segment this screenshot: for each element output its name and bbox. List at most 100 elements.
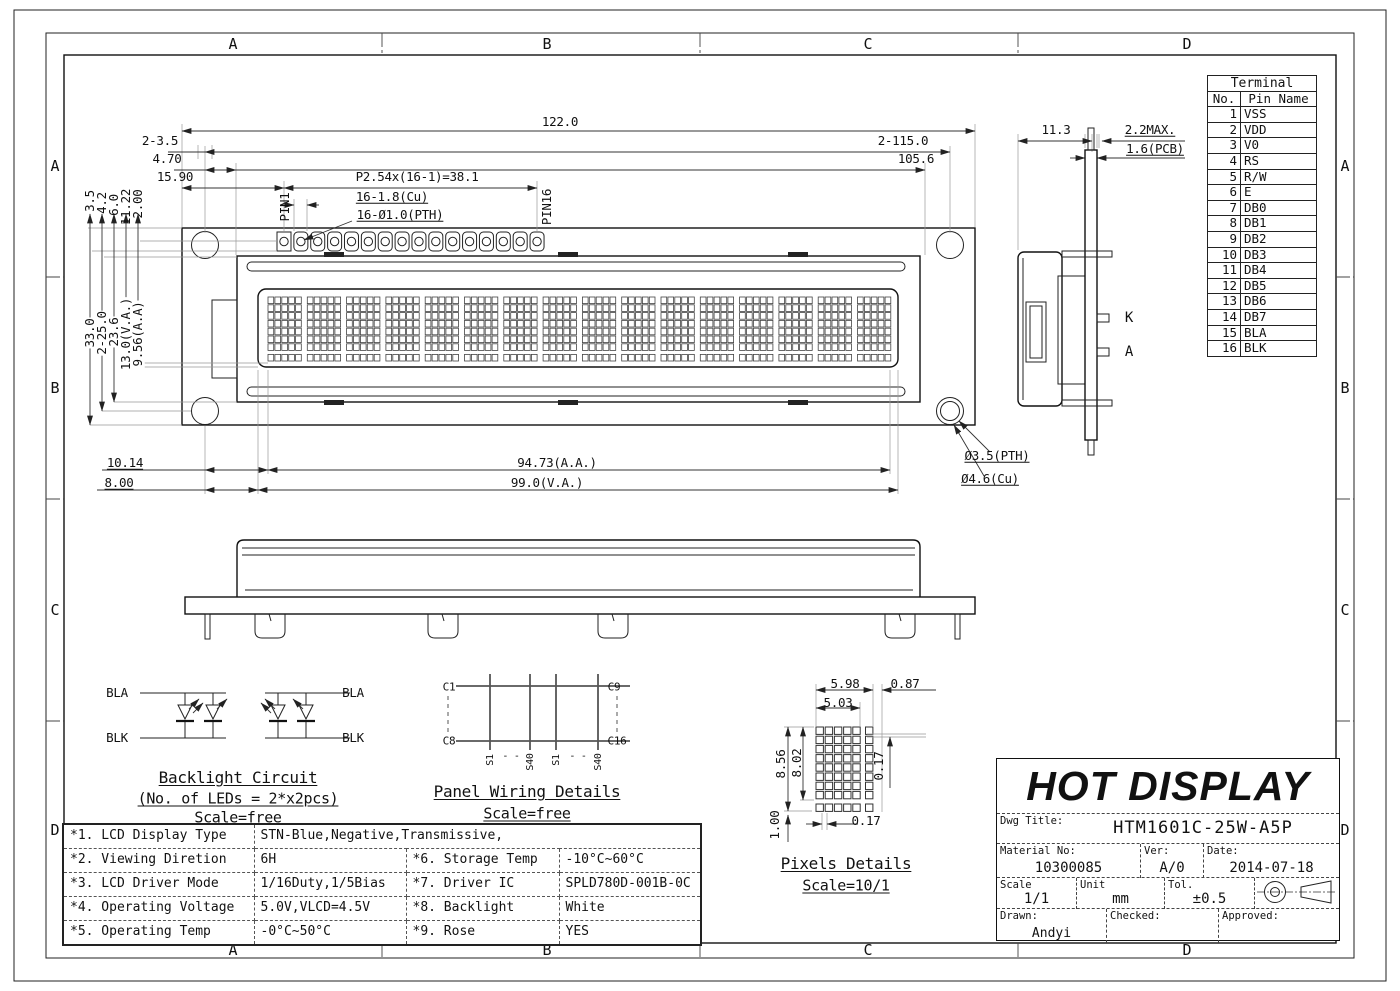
char-pixel	[877, 353, 885, 362]
pixel-cell	[833, 781, 843, 791]
char-pixel	[588, 335, 596, 343]
char-pixel	[570, 335, 577, 343]
char-pixel	[563, 312, 570, 320]
terminal-pin-name: DB0	[1240, 199, 1317, 217]
tol-value: ±0.5	[1192, 891, 1227, 907]
dim-label: 15.90	[156, 168, 194, 184]
char-pixel	[452, 343, 459, 351]
char-pixel	[588, 319, 596, 328]
char-pixel	[295, 353, 302, 362]
char-pixel	[491, 343, 499, 351]
char-pixel	[792, 327, 799, 336]
char-pixel	[549, 312, 557, 320]
char-pixel	[334, 296, 341, 304]
char-pixel	[778, 319, 786, 328]
pixel-cell	[852, 754, 861, 763]
char-pixel	[660, 312, 668, 320]
char-pixel	[667, 319, 675, 328]
char-pixel	[688, 296, 695, 304]
char-pixel	[477, 312, 485, 320]
char-pixel	[667, 335, 675, 343]
zone-letter: A	[228, 941, 238, 959]
spec-cell: STN-Blue,Negative,Transmissive,	[253, 823, 702, 849]
char-pixel	[431, 335, 439, 343]
char-pixel	[642, 335, 649, 343]
char-pixel	[491, 335, 499, 343]
char-pixel	[753, 343, 760, 351]
zone-letter: C	[1340, 601, 1350, 619]
char-pixel	[385, 327, 392, 336]
char-pixel	[399, 335, 406, 343]
char-pixel	[785, 353, 792, 362]
char-pixel	[464, 312, 471, 320]
mounting-hole	[191, 397, 219, 425]
char-pixel	[413, 353, 420, 362]
dim-label: 2.2MAX.	[1124, 121, 1176, 137]
char-pixel	[334, 343, 341, 351]
pin-pad	[293, 231, 309, 252]
char-pixel	[517, 296, 524, 304]
pixel-cell	[865, 803, 874, 812]
char-pixel	[510, 343, 517, 351]
zone-letter: D	[1182, 941, 1192, 959]
char-pixel	[570, 353, 577, 362]
char-pixel	[602, 312, 610, 320]
char-pixel	[582, 335, 589, 343]
date-label: Date:	[1207, 845, 1239, 857]
char-pixel	[281, 353, 288, 362]
char-pixel	[799, 353, 806, 362]
char-pixel	[438, 327, 446, 336]
char-pixel	[766, 353, 774, 362]
char-pixel	[399, 304, 406, 312]
zone-letter: A	[50, 157, 60, 175]
char-pixel	[274, 343, 281, 351]
char-pixel	[739, 304, 746, 312]
char-pixel	[570, 319, 577, 328]
char-pixel	[431, 327, 439, 336]
char-pixel	[353, 335, 360, 343]
ver-value: A/0	[1159, 860, 1185, 876]
char-pixel	[727, 327, 735, 336]
pixels-detail	[784, 684, 936, 842]
char-pixel	[817, 319, 825, 328]
char-pixel	[688, 319, 695, 328]
pin-hole	[313, 236, 323, 247]
spec-cell: *3. LCD Driver Mode	[62, 872, 255, 897]
char-pixel	[313, 296, 321, 304]
dim-label: 9.56(A.A)	[129, 300, 145, 368]
pin-hole	[481, 236, 492, 247]
pixel-cell	[843, 744, 852, 754]
terminal-no: 15	[1207, 324, 1241, 342]
char-pixel	[320, 335, 328, 343]
char-pixel	[274, 335, 281, 343]
char-pixel	[667, 304, 675, 312]
char-pixel	[542, 319, 550, 328]
char-pixel	[385, 353, 392, 362]
char-pixel	[720, 335, 728, 343]
date-value: 2014-07-18	[1229, 860, 1314, 876]
char-pixel	[582, 304, 589, 312]
pixel-cell	[824, 763, 834, 772]
char-pixel	[327, 327, 335, 336]
side-flange-top	[1061, 250, 1113, 258]
char-pixel	[864, 343, 871, 351]
char-pixel	[713, 327, 721, 336]
char-pixel	[681, 327, 688, 336]
pixel-cell	[833, 803, 843, 812]
dim-label: BLK	[342, 729, 364, 745]
char-pixel	[438, 312, 446, 320]
char-pixel	[857, 335, 864, 343]
pin-pad	[428, 231, 444, 252]
char-pixel	[542, 296, 550, 304]
spec-cell: *6. Storage Temp	[405, 848, 560, 873]
dim-label: PIN1	[276, 192, 292, 222]
char-pixel	[609, 327, 617, 336]
char-pixel	[549, 319, 557, 328]
char-pixel	[766, 312, 774, 320]
char-pixel	[431, 343, 439, 351]
char-pixel	[549, 335, 557, 343]
char-pixel	[281, 296, 288, 304]
dim-label: 10.14	[106, 454, 144, 470]
char-pixel	[510, 335, 517, 343]
